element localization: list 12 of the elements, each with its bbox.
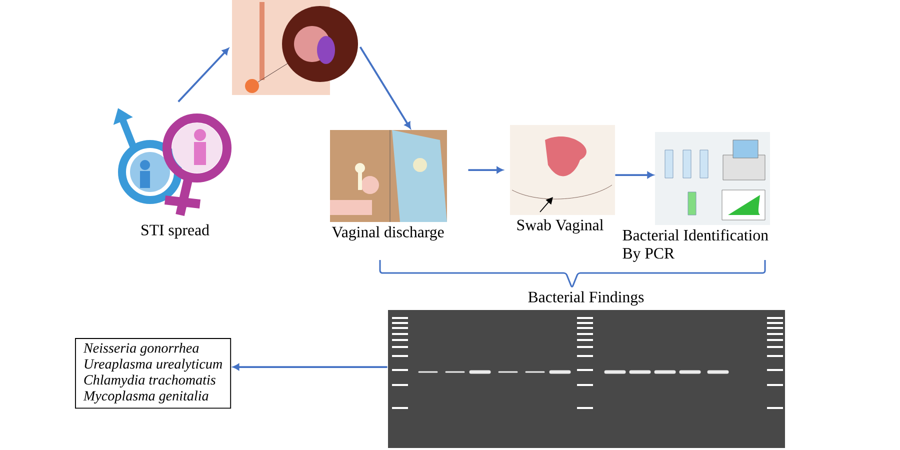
arrow — [359, 46, 411, 129]
arrow — [178, 48, 229, 102]
species-list-box: Neisseria gonorrhea Ureaplasma urealyticum Chlamydia trachomatis Mycoplasma genitalia — [75, 338, 232, 409]
arrow — [468, 166, 503, 174]
image-caption: Swab Vaginal — [517, 219, 604, 234]
anatomy-drawing — [232, 0, 358, 95]
arrow — [615, 172, 654, 178]
image-caption: STI spread — [142, 224, 210, 239]
arrow — [232, 364, 388, 370]
gel-heading: Bacterial Findings — [528, 291, 644, 306]
image-caption: Vaginal discharge — [332, 226, 444, 241]
image-caption: Bacterial Identification By PCR — [622, 229, 768, 262]
